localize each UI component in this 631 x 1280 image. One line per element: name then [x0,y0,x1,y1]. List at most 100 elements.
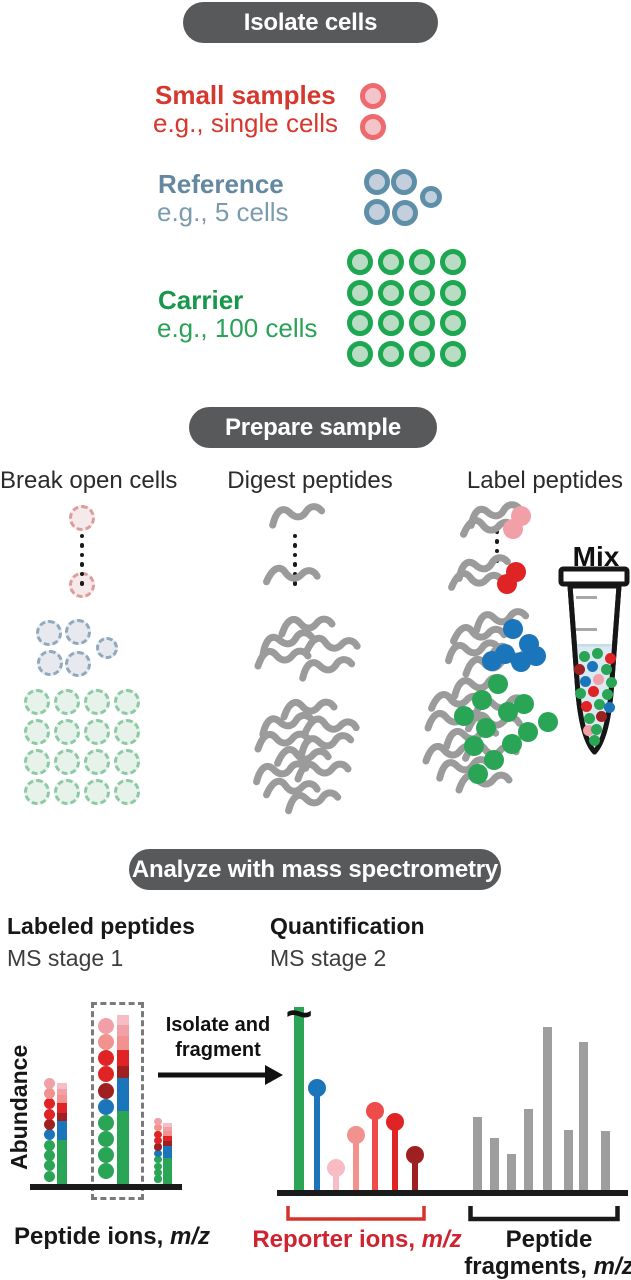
peptide-squiggle [253,760,310,786]
broken-carrier-cell [114,779,140,805]
carrier-cell [347,341,373,367]
peptide-tag-dot [503,519,523,539]
peptide-squiggle [450,624,508,645]
ms1-x-axis-mz: m/z [170,1223,211,1250]
peptide-squiggle [473,608,530,634]
ms1-bar-segment [57,1095,67,1104]
tube-dot [580,700,592,712]
broken-carrier-cell [24,719,50,745]
fragment-bar [507,1154,516,1190]
precursor-selection-box [91,1002,144,1200]
carrier-cell [440,280,466,306]
connector-dot [292,552,298,558]
ms1-ion-bar [57,1082,67,1184]
ms2-subtitle: MS stage 2 [270,945,387,971]
carrier-cell [440,310,466,336]
tube-dot [600,663,612,675]
ms1-ion-dot [154,1137,162,1145]
tube-dot [590,723,602,735]
fragment-bar [564,1129,573,1190]
reporter-stem [353,1135,359,1190]
step-label-break-open-cells: Break open cells [0,467,178,494]
peptide-tag-dot [503,619,523,639]
ms1-ion-dot [154,1124,162,1132]
tube-graduation [576,628,597,631]
peptide-tag-dot [497,574,517,594]
peptide-tag-dot [498,702,518,722]
fragment-bar [543,1027,552,1190]
peptide-squiggle [254,647,312,670]
isolate-fragment-arrow [158,1065,283,1085]
sample-cell [360,83,386,109]
broken-carrier-cell [114,749,140,775]
ms1-bar-segment [57,1103,67,1114]
ms1-bar-segment [163,1141,172,1146]
tube-cap [558,566,630,587]
reference-cell [391,169,417,195]
fragment-bar [579,1041,588,1190]
connector-dot [494,539,500,544]
ms1-ion-dot [43,1160,55,1172]
peptide-tag-dot [518,722,538,742]
ms1-bar-segment [117,1036,129,1050]
tube-dot [574,687,586,699]
peptide-squiggle [269,503,326,529]
broken-reference-cell [36,620,62,646]
broken-carrier-cell [24,779,50,805]
peptide-tag-dot [476,718,496,738]
peptide-squiggle [262,564,321,586]
ms1-ion-dot [43,1098,55,1110]
ms1-ion-dot [98,1114,114,1131]
ms1-subtitle: MS stage 1 [7,945,124,971]
ms1-bar-segment [163,1157,172,1184]
broken-carrier-cell [54,689,80,715]
tube-liquid-surface [574,644,615,647]
connector-dot [292,581,298,586]
peptide-tag-dot [482,651,502,671]
peptide-squiggle [280,698,338,721]
broken-carrier-cell [114,719,140,745]
tube-dot [579,675,591,687]
ms1-ion-dot [154,1130,162,1138]
tube-dot [603,701,615,713]
reference-label: Reference [158,169,284,199]
peptide-tag-dot [488,674,508,694]
ms1-x-axis-label: Peptide ions, m/z [8,1223,216,1250]
tube-dot [604,652,616,664]
ms1-bar-segment [163,1135,172,1142]
reporter-stem [412,1155,418,1190]
peptide-squiggle [299,656,356,682]
fragment-bar [473,1116,482,1190]
connector-dot [79,562,85,567]
ms1-ion-dot [98,1082,114,1099]
broken-sample-cell [69,505,95,531]
connector-dot [79,543,85,548]
peptide-fragments-line2: fragments, m/z [464,1253,631,1280]
connector-dot [79,571,85,577]
ms1-ion-dot [43,1119,55,1130]
ms1-bar-segment [163,1145,172,1158]
ms1-title: Labeled peptides [7,913,195,939]
ms1-bar-segment [57,1140,67,1184]
reporter-stem [314,1087,320,1190]
ms1-ion-bar [163,1123,172,1184]
sample-cell [360,114,386,140]
ms1-bar-segment [57,1082,67,1089]
reference-cell [420,186,442,208]
carrier-cell [378,341,404,367]
peptide-squiggle [455,771,513,794]
peptide-squiggle [259,711,316,739]
tube-dot [586,660,598,672]
reporter-ions-bracket [286,1206,426,1221]
carrier-cell [347,249,373,275]
ms1-bar-segment [117,1065,129,1079]
section-header-prepare-sample: Prepare sample [189,407,437,448]
carrier-label: Carrier [158,285,244,315]
peptide-squiggle [436,756,493,782]
reference-cell [364,169,390,195]
tube-dot [588,734,600,746]
peptide-fragments-bracket [468,1206,620,1222]
carrier-cell [378,280,404,306]
broken-reference-cell [65,651,91,677]
